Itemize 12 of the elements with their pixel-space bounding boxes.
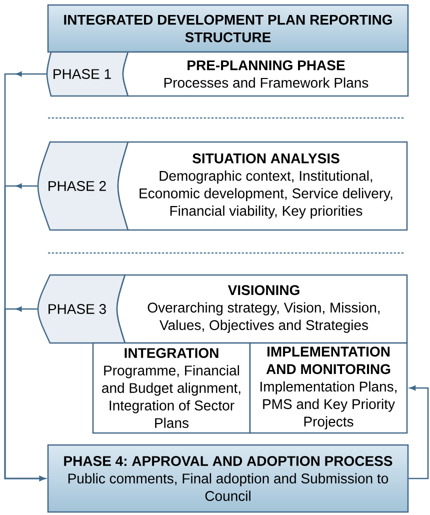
phase-tab: PHASE 2 — [37, 141, 129, 231]
text-box: PRE-PLANNING PHASE Processes and Framework Plans — [122, 51, 409, 97]
text-box: IMPLEMENTATION AND MONITORING Implementation Plans, PMS and Key Priority Projects — [249, 342, 408, 434]
title-banner: INTEGRATED DEVELOPMENT PLAN REPORTING STRUCTURE — [47, 4, 409, 53]
phase-tab: PHASE 1 — [46, 51, 129, 97]
phase-tab: PHASE 3 — [37, 274, 126, 344]
text-box: INTEGRATION Programme, Financial and Budget alignment, Integration of Sector Plans — [92, 342, 251, 434]
text-box: VISIONING Overarching strategy, Vision, Mission, Values, Objectives and Strategies — [116, 274, 408, 344]
arrow — [408, 385, 429, 480]
text-box: SITUATION ANALYSIS Demographic context, Institutional, Economic development, Service delivery, Financial viability, Key priorities — [117, 141, 408, 231]
process-banner: PHASE 4: APPROVAL AND ADOPTION PROCESS Public comments, Final adoption and Submission to Council — [47, 444, 409, 513]
arrow — [4, 306, 46, 482]
